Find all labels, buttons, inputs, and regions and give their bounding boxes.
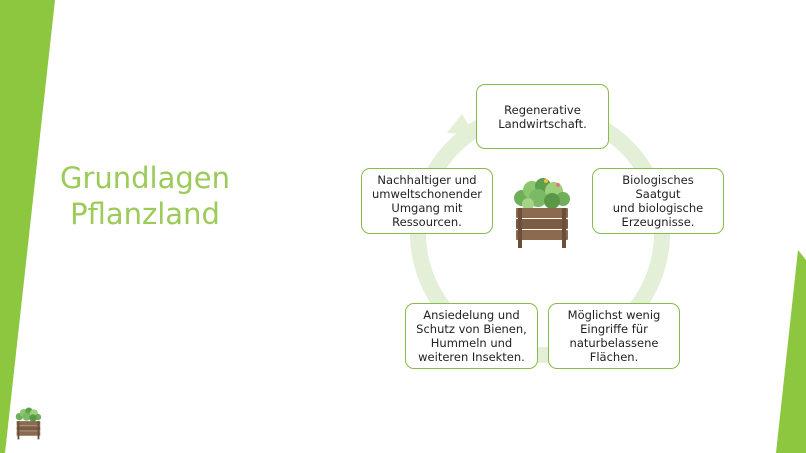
cycle-node-regenerative-landwirtschaft: Regenerative Landwirtschaft. bbox=[476, 84, 609, 149]
slide-title-line-1: Grundlagen bbox=[59, 161, 231, 195]
cycle-node-wenig-eingriffe: Möglichst wenig Eingriffe für naturbelas… bbox=[548, 303, 680, 369]
slide-title: Grundlagen Pflanzland bbox=[55, 160, 235, 232]
slide-title-line-2: Pflanzland bbox=[70, 197, 220, 231]
plant-crate-icon bbox=[514, 178, 570, 248]
cycle-node-label: Ansiedelung und Schutz von Bienen, Humme… bbox=[416, 308, 527, 364]
plant-crate-corner-icon bbox=[15, 407, 42, 440]
cycle-node-label: Nachhaltiger und umweltschonender Umgang… bbox=[371, 173, 483, 229]
right-accent-band bbox=[776, 250, 806, 453]
cycle-arrow-head bbox=[447, 114, 474, 134]
cycle-node-label: Biologisches Saatgut und biologische Erz… bbox=[612, 173, 704, 229]
cycle-node-ansiedelung-insekten: Ansiedelung und Schutz von Bienen, Humme… bbox=[405, 303, 538, 369]
cycle-node-nachhaltiger-umgang: Nachhaltiger und umweltschonender Umgang… bbox=[361, 168, 493, 234]
left-accent-band bbox=[0, 0, 55, 453]
cycle-node-label: Möglichst wenig Eingriffe für naturbelas… bbox=[567, 308, 661, 364]
cycle-node-label: Regenerative Landwirtschaft. bbox=[498, 102, 587, 131]
cycle-node-biologisches-saatgut: Biologisches Saatgut und biologische Erz… bbox=[592, 168, 724, 234]
